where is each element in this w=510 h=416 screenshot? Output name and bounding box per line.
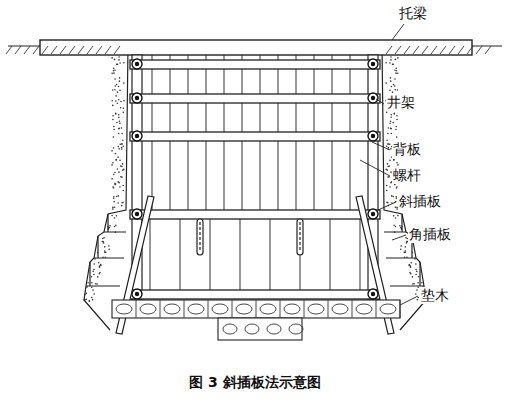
- back-boards: [150, 55, 360, 290]
- wood-grain: [6, 46, 491, 334]
- part-label: 斜插板: [398, 193, 442, 210]
- figure-caption: 图 3 斜插板法示意图: [105, 374, 405, 392]
- left-steps: [86, 214, 126, 286]
- bolts: [132, 59, 378, 299]
- part-label: 螺杆: [392, 167, 422, 184]
- part-label: 托梁: [398, 5, 428, 22]
- part-label: 背板: [392, 141, 422, 158]
- leader-lines: [360, 24, 418, 305]
- part-label: 井架: [386, 94, 416, 111]
- right-steps: [384, 214, 424, 286]
- screw-rods: [197, 219, 303, 255]
- part-label: 垫木: [420, 287, 450, 304]
- soil-texture: [83, 56, 426, 302]
- left-wall: [84, 46, 128, 330]
- part-label: 角插板: [408, 226, 452, 243]
- top-beam: [40, 40, 472, 55]
- sleepers: [112, 300, 400, 340]
- shaft-frames: [130, 60, 380, 299]
